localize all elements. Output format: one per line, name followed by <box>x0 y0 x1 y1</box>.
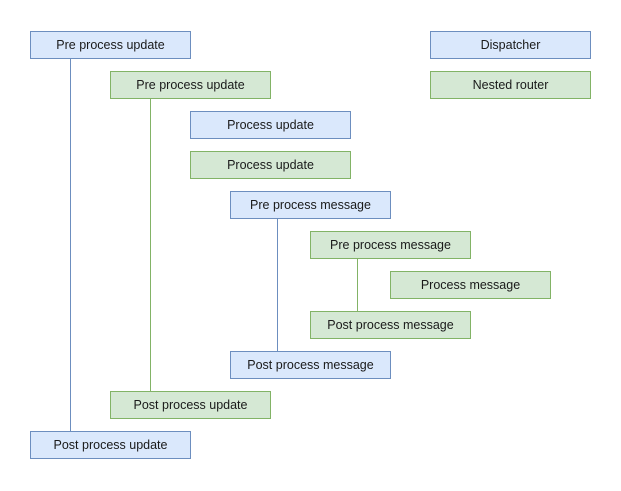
flow-node-n9[interactable]: Post process message <box>230 351 391 379</box>
connector-n6-to-n8 <box>357 259 358 311</box>
connector-n1-to-n11 <box>70 59 71 431</box>
flow-node-n7[interactable]: Process message <box>390 271 551 299</box>
flow-node-n3[interactable]: Process update <box>190 111 351 139</box>
flow-node-n4[interactable]: Process update <box>190 151 351 179</box>
legend-item-nested-router: Nested router <box>430 71 591 99</box>
flow-node-n8[interactable]: Post process message <box>310 311 471 339</box>
flow-node-n6[interactable]: Pre process message <box>310 231 471 259</box>
connector-n5-to-n9 <box>277 219 278 351</box>
flow-node-n11[interactable]: Post process update <box>30 431 191 459</box>
flow-node-n1[interactable]: Pre process update <box>30 31 191 59</box>
legend-item-dispatcher: Dispatcher <box>430 31 591 59</box>
connector-n2-to-n10 <box>150 99 151 391</box>
flow-node-n10[interactable]: Post process update <box>110 391 271 419</box>
flow-node-n2[interactable]: Pre process update <box>110 71 271 99</box>
flow-node-n5[interactable]: Pre process message <box>230 191 391 219</box>
